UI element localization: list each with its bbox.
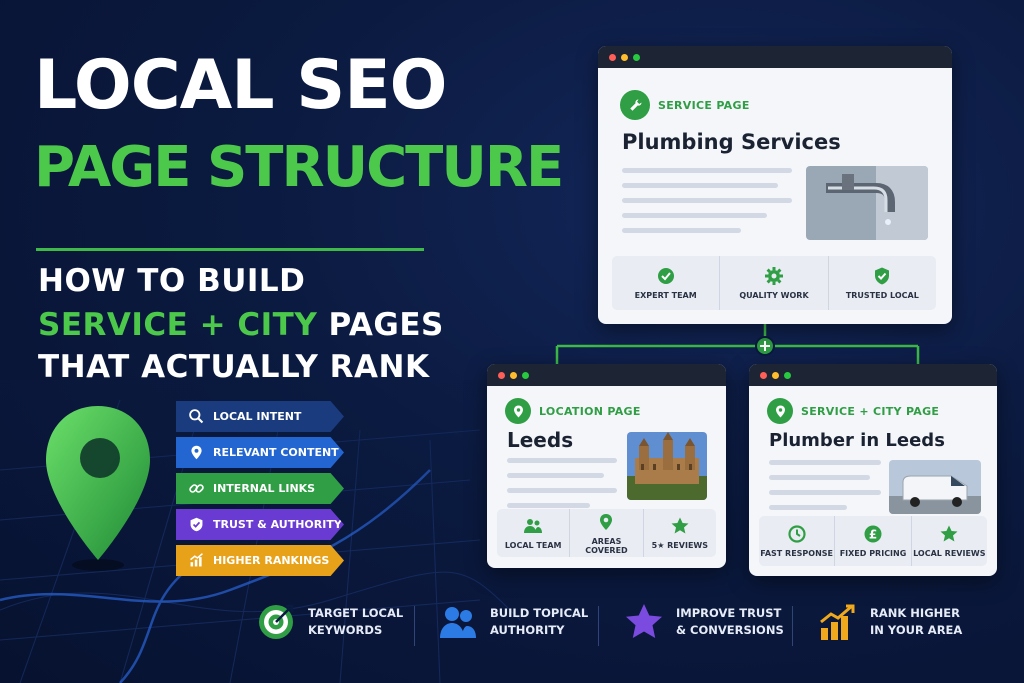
tag-label: INTERNAL LINKS	[213, 482, 316, 495]
feature-item: EXPERT TEAM	[612, 256, 721, 310]
tag-internal-links: INTERNAL LINKS	[176, 473, 344, 504]
card-title: Plumber in Leeds	[769, 430, 945, 451]
subheading-line-2: SERVICE + CITY PAGES	[38, 310, 444, 341]
tag-relevant-content: RELEVANT CONTENT	[176, 437, 344, 468]
leeds-building-photo	[627, 432, 707, 500]
feature-item: FAST RESPONSE	[759, 516, 836, 566]
location-page-card: LOCATION PAGE Leeds LOCAL TEAM AREAS COV…	[487, 364, 726, 568]
headline-line-1: LOCAL SEO	[34, 46, 447, 125]
service-page-card: SERVICE PAGE Plumbing Services EXPERT TE…	[598, 46, 952, 324]
benefit-separator	[792, 606, 793, 646]
feature-strip: LOCAL TEAM AREAS COVERED 5★ REVIEWS	[497, 509, 716, 557]
feature-item: TRUSTED LOCAL	[829, 256, 936, 310]
card-label: LOCATION PAGE	[505, 398, 641, 424]
headline-line-2: PAGE STRUCTURE	[34, 135, 564, 200]
shield-check-icon	[875, 267, 890, 285]
feature-strip: EXPERT TEAM QUALITY WORK TRUSTED LOCAL	[612, 256, 936, 310]
tag-higher-rankings: HIGHER RANKINGS	[176, 545, 344, 576]
pound-coin-icon: £	[864, 525, 882, 543]
wrench-icon	[629, 98, 642, 111]
star-icon	[671, 517, 689, 534]
subheading-line-3: THAT ACTUALLY RANK	[38, 349, 430, 385]
benefit-separator	[414, 606, 415, 646]
service-city-page-card: SERVICE + CITY PAGE Plumber in Leeds FAS…	[749, 364, 997, 576]
bar-chart-icon	[820, 604, 855, 640]
tag-label: HIGHER RANKINGS	[213, 554, 330, 567]
shield-check-icon	[190, 517, 203, 532]
team-icon	[524, 519, 543, 533]
link-icon	[189, 484, 204, 493]
faucet-photo	[806, 166, 928, 240]
rising-chart-icon	[190, 553, 203, 567]
svg-text:£: £	[869, 528, 877, 542]
check-badge-icon	[657, 268, 674, 284]
feature-item: £ FIXED PRICING	[835, 516, 912, 566]
subheading-line-1: HOW TO BUILD	[38, 263, 306, 299]
subheading-rest: PAGES	[317, 307, 444, 343]
tag-local-intent: LOCAL INTENT	[176, 401, 344, 432]
subheading-highlight: SERVICE + CITY	[38, 307, 318, 343]
tag-trust-authority: TRUST & AUTHORITY	[176, 509, 344, 540]
card-title: Plumbing Services	[622, 130, 841, 154]
location-pin-icon	[600, 513, 613, 530]
van-photo	[889, 460, 981, 514]
feature-strip: FAST RESPONSE £ FIXED PRICING LOCAL REVI…	[759, 516, 987, 566]
benefit-improve-trust: IMPROVE TRUST& CONVERSIONS	[624, 602, 784, 642]
feature-item: 5★ REVIEWS	[644, 509, 716, 557]
card-label: SERVICE + CITY PAGE	[767, 398, 939, 424]
users-icon	[440, 607, 476, 638]
feature-item: LOCAL TEAM	[497, 509, 571, 557]
feature-item: QUALITY WORK	[720, 256, 829, 310]
clock-icon	[788, 525, 806, 543]
location-pin-icon	[46, 406, 150, 571]
text-placeholder-lines	[769, 460, 881, 520]
tag-label: LOCAL INTENT	[213, 410, 302, 423]
tag-label: TRUST & AUTHORITY	[213, 518, 342, 531]
tag-label: RELEVANT CONTENT	[213, 446, 339, 459]
headline-divider	[36, 248, 424, 251]
benefit-separator	[598, 606, 599, 646]
window-titlebar	[487, 364, 726, 386]
feature-item: AREAS COVERED	[570, 509, 644, 557]
star-icon	[940, 525, 958, 542]
location-pin-icon	[513, 405, 523, 417]
location-pin-icon	[775, 405, 785, 417]
card-label: SERVICE PAGE	[620, 90, 750, 120]
target-icon	[259, 604, 294, 639]
star-icon	[626, 604, 662, 638]
feature-item: LOCAL REVIEWS	[912, 516, 987, 566]
search-icon	[189, 409, 204, 424]
card-title: Leeds	[507, 428, 574, 452]
location-pin-icon	[191, 445, 202, 460]
window-titlebar	[749, 364, 997, 386]
window-titlebar	[598, 46, 952, 68]
gear-icon	[764, 267, 783, 285]
text-placeholder-lines	[622, 168, 792, 243]
text-placeholder-lines	[507, 458, 617, 518]
